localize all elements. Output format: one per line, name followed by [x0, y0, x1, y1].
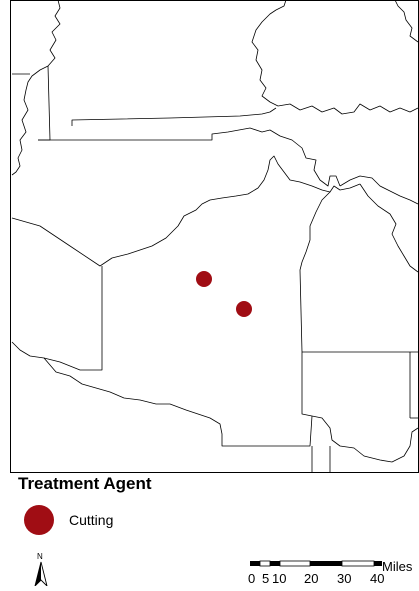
county-boundary — [302, 351, 418, 418]
scale-tick-label: 10 — [272, 571, 287, 586]
legend-label: Cutting — [69, 512, 114, 528]
scale-tick-label: 5 — [262, 571, 270, 586]
scale-bar-blocks — [250, 560, 382, 567]
treatment-site-marker[interactable] — [236, 301, 252, 317]
legend-title: Treatment Agent — [18, 474, 152, 493]
treatment-sites-layer — [196, 271, 252, 317]
county-boundary — [38, 127, 341, 187]
county-boundary — [71, 107, 277, 126]
county-boundary — [311, 446, 331, 473]
county-boundary — [311, 415, 419, 463]
county-boundary — [11, 266, 103, 371]
county-boundary — [339, 175, 419, 205]
north-arrow-icon — [34, 561, 48, 588]
county-boundary — [11, 0, 61, 176]
treatment-site-marker[interactable] — [196, 271, 212, 287]
north-arrow: N — [34, 552, 48, 588]
scale-unit: Miles — [382, 559, 413, 574]
county-boundary — [11, 155, 361, 267]
scale-tick-label: 40 — [370, 571, 385, 586]
scale-tick-label: 0 — [248, 571, 256, 586]
county-boundary — [359, 183, 419, 273]
scale-bar: Miles 0 5 10 20 30 40 — [248, 559, 419, 588]
red-circle-icon — [24, 505, 54, 535]
county-boundary — [299, 191, 331, 417]
county-boundary — [43, 357, 313, 447]
scale-tick-label: 30 — [337, 571, 352, 586]
north-label: N — [37, 552, 43, 561]
map-frame — [10, 0, 419, 473]
scale-tick-label: 20 — [304, 571, 319, 586]
county-boundary — [394, 0, 419, 43]
county-boundary — [251, 0, 419, 115]
